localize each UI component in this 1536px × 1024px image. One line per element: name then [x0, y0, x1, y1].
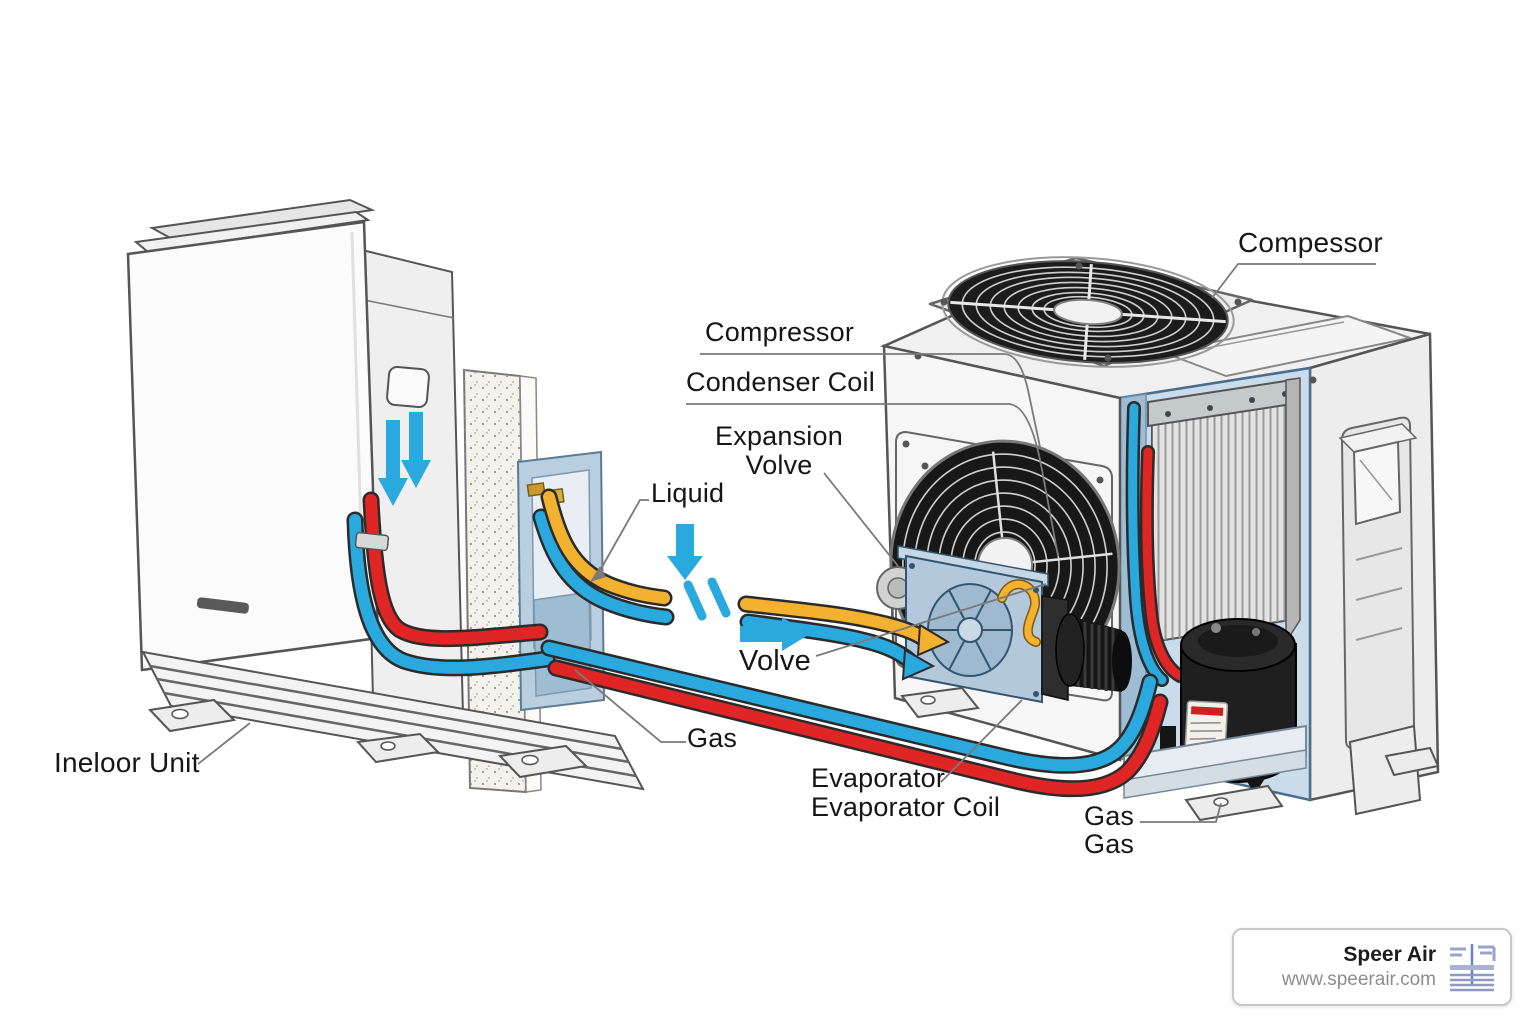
watermark-card: Speer Air www.speerair.com [1232, 928, 1512, 1006]
suction-flow-arrowhead [901, 648, 936, 681]
label-liquid: Liquid [651, 478, 725, 508]
label-compressor: Compressor [705, 317, 855, 347]
condenser-coil [1147, 377, 1301, 645]
pipe-break-marks [683, 577, 731, 621]
label-condenser-coil: Condenser Coil [686, 367, 875, 397]
leader-lines [197, 263, 1376, 823]
label-indoor-unit: Ineloor Unit [54, 747, 200, 778]
speer-air-logo-icon [1450, 944, 1496, 992]
airflow-down-arrow [378, 420, 408, 506]
flow-arrows [667, 524, 810, 651]
top-access-panel [1161, 315, 1411, 377]
fan-motor [1041, 595, 1132, 701]
indoor-unit-feet [147, 698, 589, 779]
indoor-loop-pipes [346, 491, 556, 677]
label-evaporator: Evaporator [811, 763, 946, 793]
outdoor-side-panel [1308, 332, 1440, 816]
indoor-unit-display [386, 365, 430, 409]
outdoor-unit-feet [900, 686, 1440, 822]
watermark-text: Speer Air www.speerair.com [1282, 943, 1436, 991]
liquid-down-arrow [667, 524, 703, 580]
pipe-clamp [354, 531, 390, 552]
airflow-down-arrow [401, 412, 431, 488]
outdoor-unit [876, 256, 1440, 822]
top-fan [928, 256, 1254, 368]
label-compressor-top: Compessor [1238, 227, 1383, 258]
liquid-flow-arrowhead [916, 623, 951, 657]
label-valve: Volve [739, 645, 811, 677]
label-gas-service-bottom: Gas [1084, 829, 1135, 859]
label-gas-service-top: Gas [1084, 801, 1135, 831]
interior-pipes [1125, 401, 1187, 687]
gas-line-pipes [540, 639, 1169, 798]
expansion-valve-assembly [876, 545, 1132, 704]
label-expansion-valve: Expansion Volve [715, 421, 843, 480]
label-gas-line: Gas [687, 723, 738, 753]
watermark-brand: Speer Air [1343, 943, 1436, 966]
watermark-website: www.speerair.com [1281, 969, 1436, 990]
indoor-unit-brand-badge [196, 597, 249, 614]
cutaway-interior [1118, 366, 1312, 802]
label-evaporator-coil: Evaporator Coil [811, 792, 1001, 822]
valve-right-arrow [740, 617, 810, 651]
